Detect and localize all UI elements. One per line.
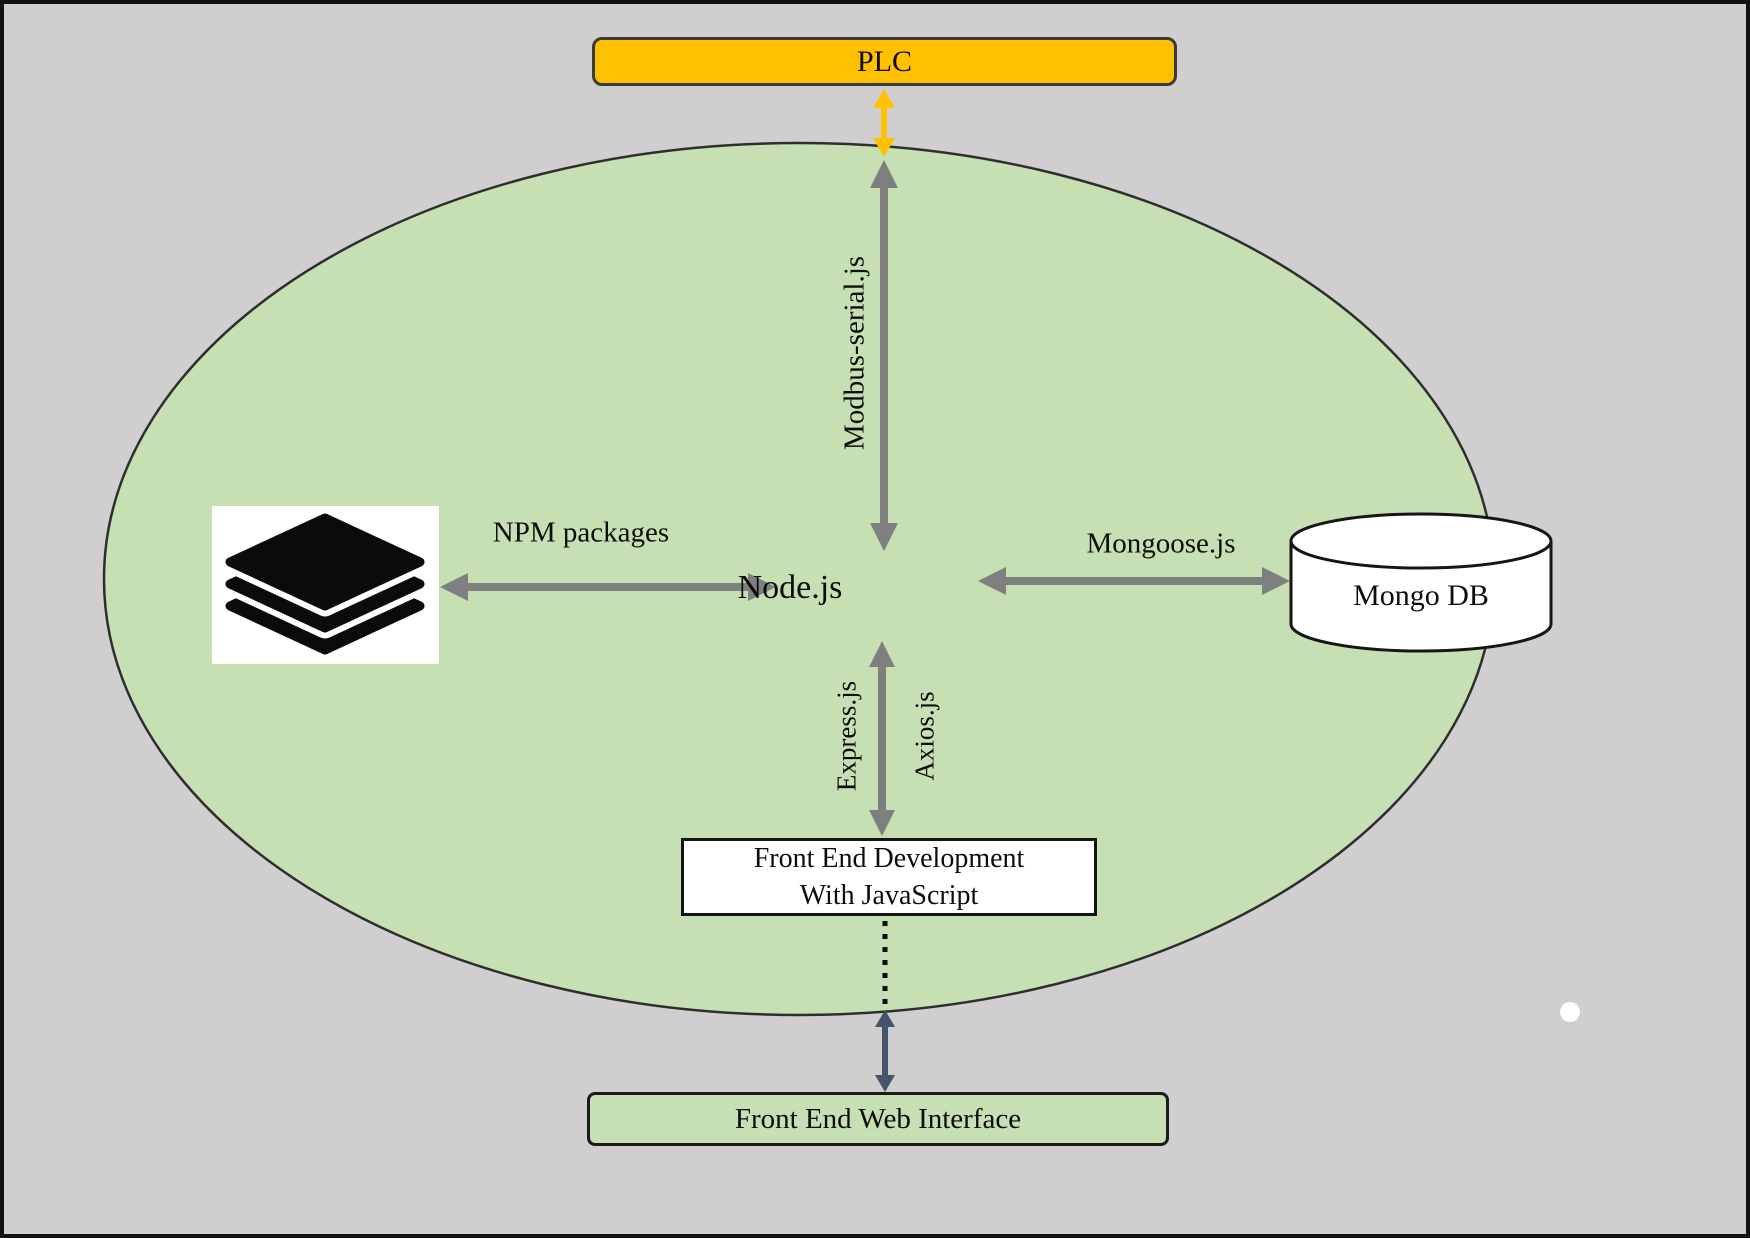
mongodb-label: Mongo DB	[1353, 579, 1489, 612]
npm-edge-label: NPM packages	[492, 516, 670, 549]
modbus-edge-label: Modbus-serial.js	[838, 255, 871, 451]
npm-arrow	[440, 573, 776, 601]
express-axios-arrowhead-up	[869, 641, 895, 667]
npm-packages-image	[212, 506, 439, 664]
express-axios-arrowhead-down	[869, 810, 895, 836]
modbus-arrowhead-down	[870, 523, 898, 551]
express-edge-label: Express.js	[831, 680, 862, 792]
plc-box: PLC	[592, 37, 1177, 86]
plc-node-arrowhead-up	[873, 89, 895, 108]
modbus-arrowhead-up	[870, 160, 898, 188]
plc-node-arrowhead-down	[873, 138, 895, 157]
layers-top	[225, 513, 425, 611]
nodejs-label: Node.js	[737, 569, 843, 606]
front-end-development-line1: Front End Development	[753, 843, 1025, 874]
plc-node-arrow	[873, 89, 895, 157]
express-axios-arrow	[869, 641, 895, 836]
modbus-arrow	[870, 160, 898, 551]
front-end-development-box: Front End Development With JavaScript	[681, 838, 1097, 916]
front-end-development-line2: With JavaScript	[799, 880, 979, 911]
axios-edge-label: Axios.js	[909, 691, 940, 781]
npm-arrowhead-right	[748, 573, 776, 601]
front-end-web-interface-box: Front End Web Interface	[587, 1092, 1169, 1146]
npm-arrowhead-left	[440, 573, 468, 601]
mongoose-arrow	[978, 567, 1290, 595]
database-cylinder-body	[1289, 541, 1553, 653]
web-interface-arrow	[875, 1010, 895, 1092]
diagram-shapes	[102, 89, 1580, 1092]
web-interface-arrowhead-up	[875, 1010, 895, 1027]
plc-label: PLC	[856, 44, 913, 78]
web-interface-arrowhead-down	[875, 1075, 895, 1092]
layers-stack-icon	[219, 507, 431, 655]
mongoose-arrowhead-right	[1262, 567, 1290, 595]
mongoose-arrowhead-left	[978, 567, 1006, 595]
database-cylinder-top	[1289, 512, 1553, 570]
database-cylinder-icon	[1289, 512, 1553, 653]
white-dot	[1560, 1002, 1580, 1022]
mongoose-edge-label: Mongoose.js	[1086, 527, 1236, 560]
front-end-web-interface-label: Front End Web Interface	[734, 1102, 1022, 1135]
